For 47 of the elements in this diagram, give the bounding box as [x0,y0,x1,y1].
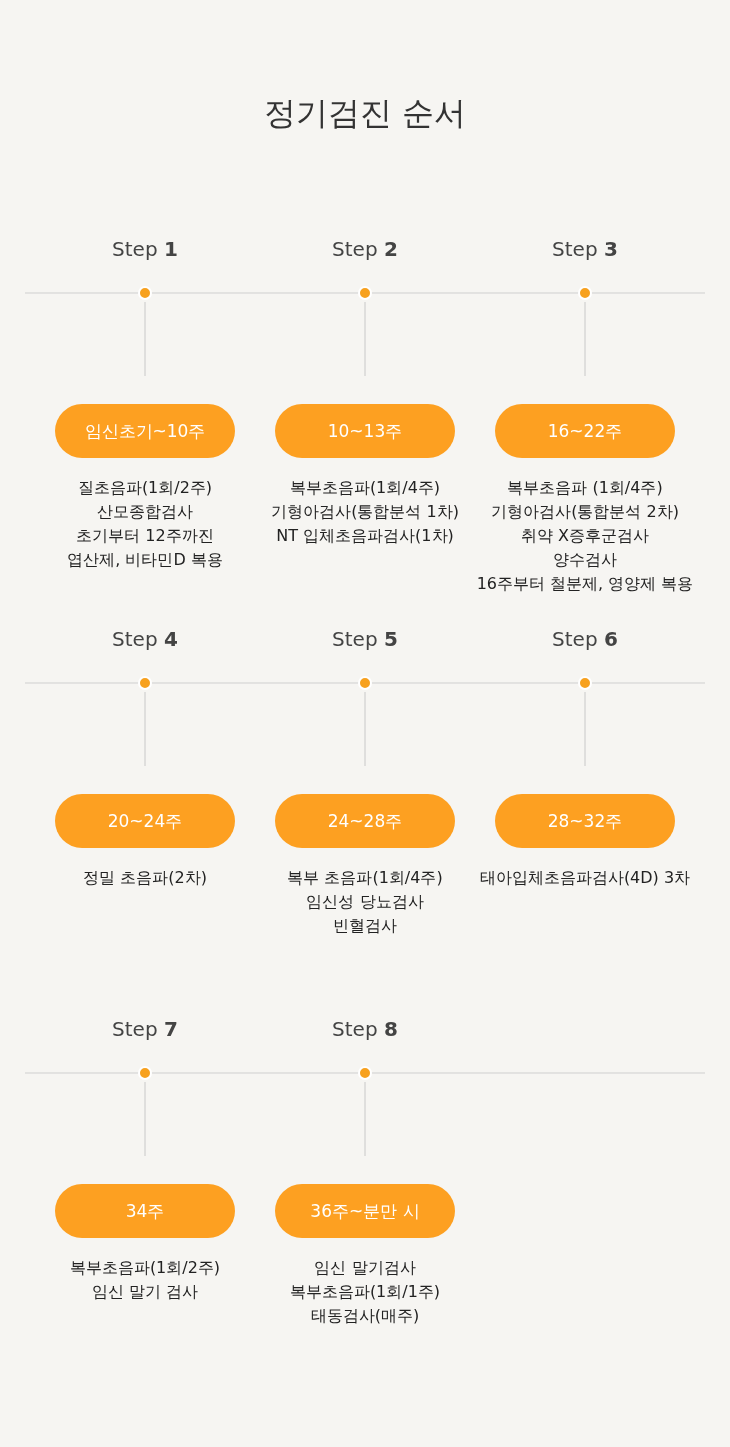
timeline-dot [358,676,372,690]
page-title: 정기검진 순서 [262,93,468,134]
period-pill: 16~22주 [495,404,675,458]
timeline-dot [358,286,372,300]
exam-item: 기형아검사(통합분석 1차) [270,501,460,523]
exam-item: 양수검사 [552,549,618,571]
exam-item: 태아입체초음파검사(4D) 3차 [478,867,692,889]
exam-item: 복부초음파 (1회/4주) [506,477,664,499]
exam-item: 빈혈검사 [332,915,398,937]
step-label: Step 3 [551,237,619,261]
timeline-dot [358,1066,372,1080]
step-label: Step 8 [331,1017,399,1041]
exam-item: 16주부터 철분제, 영양제 복용 [475,573,695,595]
step-label: Step 7 [111,1017,179,1041]
exam-item: 기형아검사(통합분석 2차) [490,501,680,523]
period-pill: 임신초기~10주 [55,404,235,458]
exam-item: 임신성 당뇨검사 [305,891,425,913]
period-pill: 10~13주 [275,404,455,458]
exam-item: 정밀 초음파(2차) [82,867,208,889]
exam-item: 초기부터 12주까진 [75,525,215,547]
timeline-dot [138,676,152,690]
step-label: Step 1 [111,237,179,261]
exam-item: 취약 X증후군검사 [519,525,650,547]
timeline-dot [578,676,592,690]
period-pill: 36주~분만 시 [275,1184,455,1238]
exam-item: 엽산제, 비타민D 복용 [66,549,224,571]
exam-item: 복부 초음파(1회/4주) [286,867,444,889]
period-pill: 28~32주 [495,794,675,848]
exam-item: 태동검사(매주) [309,1305,421,1327]
step-label: Step 5 [331,627,399,651]
exam-item: 질초음파(1회/2주) [76,477,214,499]
exam-item: 임신 말기검사 [313,1257,417,1279]
exam-item: NT 입체초음파검사(1차) [275,525,455,547]
exam-item: 복부초음파(1회/1주) [288,1281,442,1303]
timeline-dot [578,286,592,300]
period-pill: 34주 [55,1184,235,1238]
step-label: Step 6 [551,627,619,651]
step-label: Step 4 [111,627,179,651]
exam-item: 산모종합검사 [96,501,194,523]
exam-item: 복부초음파(1회/2주) [68,1257,222,1279]
exam-item: 임신 말기 검사 [90,1281,200,1303]
period-pill: 20~24주 [55,794,235,848]
timeline-dot [138,286,152,300]
step-label: Step 2 [331,237,399,261]
exam-item: 복부초음파(1회/4주) [288,477,442,499]
period-pill: 24~28주 [275,794,455,848]
timeline-dot [138,1066,152,1080]
